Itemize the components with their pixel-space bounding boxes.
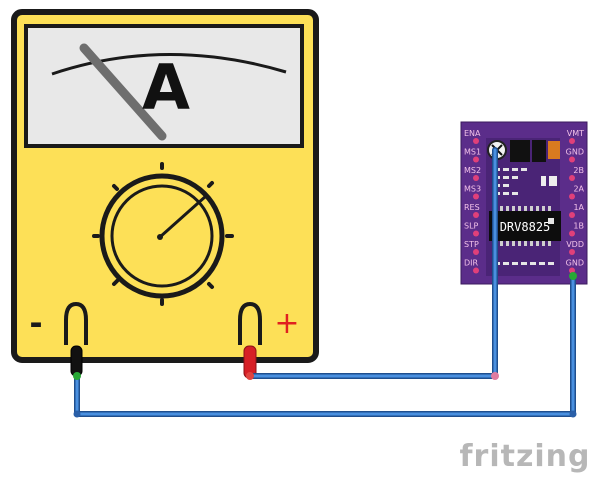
smd-components-bottom (494, 262, 554, 265)
junction-bottom-left (73, 410, 81, 418)
left-pin-label: ENA (464, 129, 481, 138)
right-pin-pad[interactable] (569, 267, 575, 274)
chip-package (489, 211, 561, 241)
right-pin-label: 1B (573, 222, 584, 231)
right-pin-pad[interactable] (569, 212, 575, 218)
right-pin-pad[interactable] (569, 138, 575, 144)
right-pin-pad[interactable] (569, 175, 575, 181)
right-pin-label: 2A (573, 185, 584, 194)
smd-component (548, 218, 554, 224)
selector-dial[interactable] (92, 162, 234, 306)
left-pin-label: DIR (464, 259, 479, 268)
component-block (510, 140, 530, 162)
left-pin-pad[interactable] (473, 193, 479, 200)
right-pin-pad[interactable] (569, 156, 575, 163)
junction-positive-corner (491, 372, 499, 380)
left-pin-pads (473, 138, 479, 274)
chip-pins-top (500, 206, 551, 211)
right-pin-label: VDD (566, 240, 584, 249)
plus-label: + (274, 306, 299, 341)
left-pin-label: STP (464, 240, 479, 249)
minus-label: - (29, 304, 42, 342)
meter-scale-arc (51, 53, 287, 76)
left-pin-pad[interactable] (473, 175, 479, 181)
junction-driver-gnd (569, 272, 577, 280)
right-pin-pad[interactable] (569, 230, 575, 237)
dial-pointer (159, 194, 207, 239)
junction-negative-probe (73, 372, 81, 380)
right-pin-label: 1A (573, 203, 584, 212)
left-pin-pad[interactable] (473, 230, 479, 237)
chip-label: DRV8825 (500, 220, 551, 234)
component-block (532, 140, 546, 162)
right-pin-label: GND (566, 148, 584, 157)
left-pin-pad[interactable] (473, 156, 479, 163)
left-pin-label: MS1 (464, 148, 481, 157)
watermark-text: fritzing (459, 439, 590, 474)
negative-terminal-jack (64, 301, 88, 345)
fritzing-watermark: fritzing (459, 439, 590, 474)
chip-pins-bottom (500, 241, 551, 246)
right-pin-label: GND (566, 259, 584, 268)
left-pin-label: MS3 (464, 185, 481, 194)
junction-bottom-right (569, 410, 577, 418)
right-pin-pad[interactable] (569, 193, 575, 200)
negative-probe-plug[interactable] (70, 345, 83, 377)
left-pin-label: SLP (464, 222, 479, 231)
left-pin-pad[interactable] (473, 212, 479, 218)
dial-ticks (92, 162, 234, 306)
left-pin-pad[interactable] (473, 267, 479, 274)
left-pin-pad[interactable] (473, 138, 479, 144)
wire-junctions (73, 272, 577, 418)
junction-positive-probe (246, 372, 254, 380)
unit-symbol: A (142, 51, 190, 124)
left-pin-label: MS2 (464, 166, 481, 175)
dial-center-dot (157, 234, 163, 240)
wire-negative-to-gnd-highlight (75, 274, 575, 416)
right-pin-label: VMT (567, 129, 584, 138)
right-pin-pad[interactable] (569, 249, 575, 255)
right-pin-labels: VMT GND 2B 2A 1A 1B VDD GND (566, 129, 585, 268)
right-pin-pads (569, 138, 575, 274)
right-pin-label: 2B (573, 166, 584, 175)
left-pin-label: RES (464, 203, 480, 212)
meter-needle (79, 43, 167, 141)
multimeter: A - + (11, 9, 319, 379)
capacitor (548, 141, 560, 159)
meter-display (24, 24, 304, 148)
driver-chip: DRV8825 (489, 206, 561, 246)
left-pin-pad[interactable] (473, 249, 479, 255)
positive-terminal-jack (238, 301, 262, 345)
